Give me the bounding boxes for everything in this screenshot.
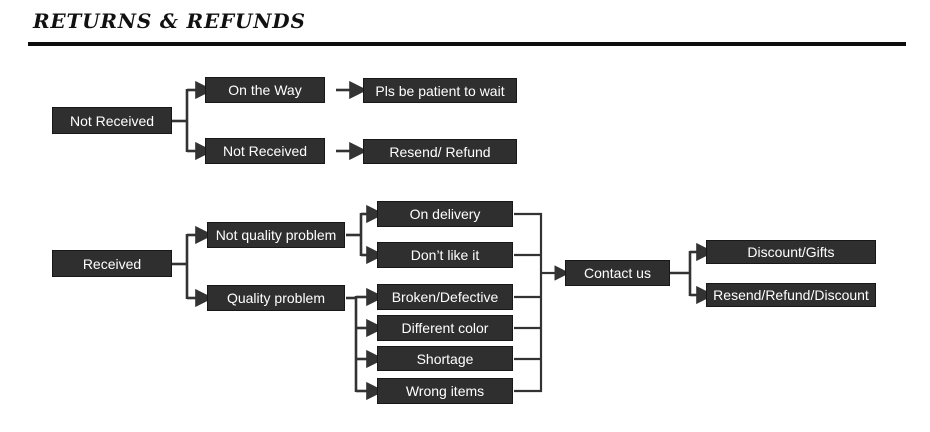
node-not-received-sub: Not Received — [205, 138, 325, 164]
title-underline — [28, 42, 906, 46]
node-not-quality-problem: Not quality problem — [207, 222, 345, 248]
node-dont-like-it: Don’t like it — [377, 242, 513, 268]
received-bracket — [172, 225, 214, 308]
node-wrong-items: Wrong items — [377, 378, 513, 404]
node-on-delivery: On delivery — [377, 201, 513, 227]
node-contact-us: Contact us — [565, 260, 670, 286]
node-on-the-way: On the Way — [205, 77, 325, 103]
node-pls-be-patient-to-wait: Pls be patient to wait — [363, 78, 517, 103]
node-received: Received — [52, 250, 172, 277]
quality-problem-bracket — [346, 287, 385, 401]
node-resend-refund: Resend/ Refund — [363, 139, 517, 164]
node-broken-defective: Broken/Defective — [377, 284, 513, 310]
contact-us-merge — [514, 212, 570, 393]
node-different-color: Different color — [377, 315, 513, 341]
not-received-bracket — [172, 80, 368, 161]
contact-us-bracket — [670, 242, 715, 305]
node-shortage: Shortage — [377, 346, 513, 371]
not-quality-problem-bracket — [346, 204, 385, 265]
node-not-received-main: Not Received — [52, 107, 172, 134]
node-quality-problem: Quality problem — [207, 285, 345, 311]
page-title: RETURNS & REFUNDS — [33, 9, 306, 33]
node-discount-gifts: Discount/Gifts — [706, 240, 876, 264]
node-resend-refund-discount: Resend/Refund/Discount — [706, 283, 876, 307]
